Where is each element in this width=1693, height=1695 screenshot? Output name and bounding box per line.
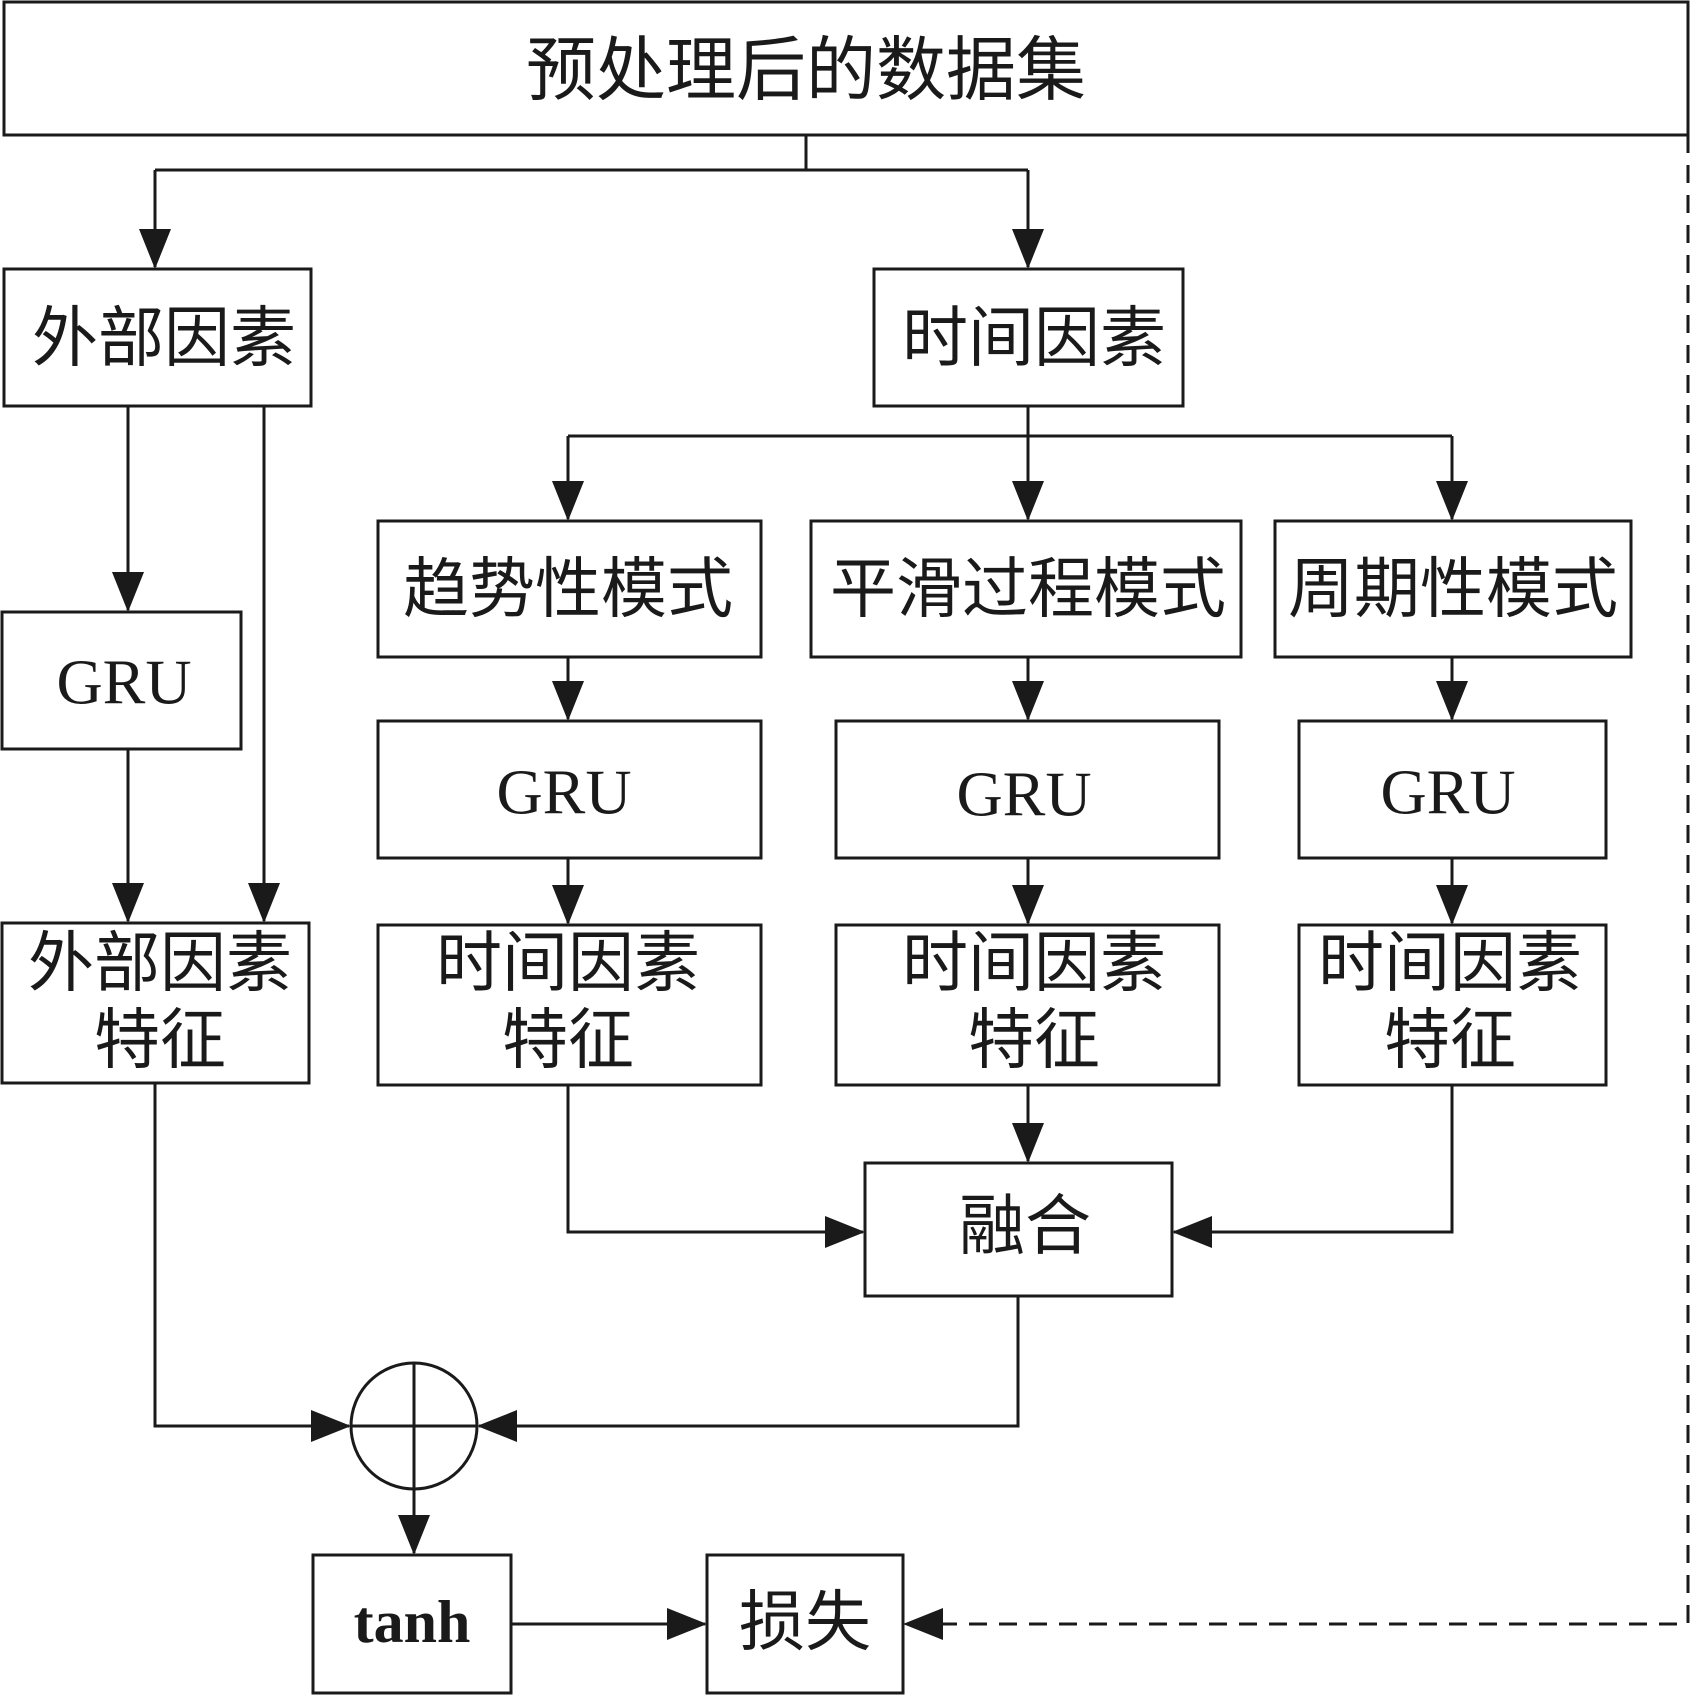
external-feature-label-line1: 外部因素 [28, 925, 292, 1002]
periodic-feature-label-line1: 时间因素 [1318, 925, 1582, 1002]
trend-mode-label: 趋势性模式 [403, 551, 733, 628]
periodic-feature-label-line2: 特征 [1384, 1002, 1516, 1079]
tanh-label: tanh [354, 1589, 471, 1655]
arrow-fusion-to-sum [477, 1296, 1020, 1442]
external-gru-label: GRU [56, 647, 191, 718]
external-feature-label-line2: 特征 [94, 1002, 226, 1079]
smooth-mode-label: 平滑过程模式 [830, 551, 1226, 628]
external-factors-label: 外部因素 [32, 300, 296, 377]
smooth-gru-label: GRU [956, 759, 1091, 830]
external-gru-box [0, 610, 243, 751]
smooth-mode-box [809, 519, 1243, 659]
arrow-trend-feature-to-fusion [566, 1085, 865, 1248]
external-factors-box [2, 267, 313, 408]
arrow-periodic-feature-to-fusion [1172, 1085, 1454, 1248]
periodic-gru-label: GRU [1380, 757, 1515, 828]
arrow-external-feature-to-sum [153, 1083, 351, 1442]
dataset-label: 预处理后的数据集 [526, 29, 1086, 111]
fusion-label: 融合 [959, 1188, 1091, 1265]
smooth-feature-label-line2: 特征 [968, 1002, 1100, 1079]
smooth-feature-label-line1: 时间因素 [902, 925, 1166, 1002]
loss-label: 损失 [739, 1584, 871, 1661]
trend-feature-label-line2: 特征 [502, 1002, 634, 1079]
dashed-dataset-to-loss [903, 135, 1690, 1640]
trend-gru-label: GRU [496, 757, 631, 828]
trend-feature-label-line1: 时间因素 [436, 925, 700, 1002]
time-factors-label: 时间因素 [902, 300, 1166, 377]
dataset-box [2, 0, 1690, 137]
periodic-mode-label: 周期性模式 [1288, 551, 1618, 628]
